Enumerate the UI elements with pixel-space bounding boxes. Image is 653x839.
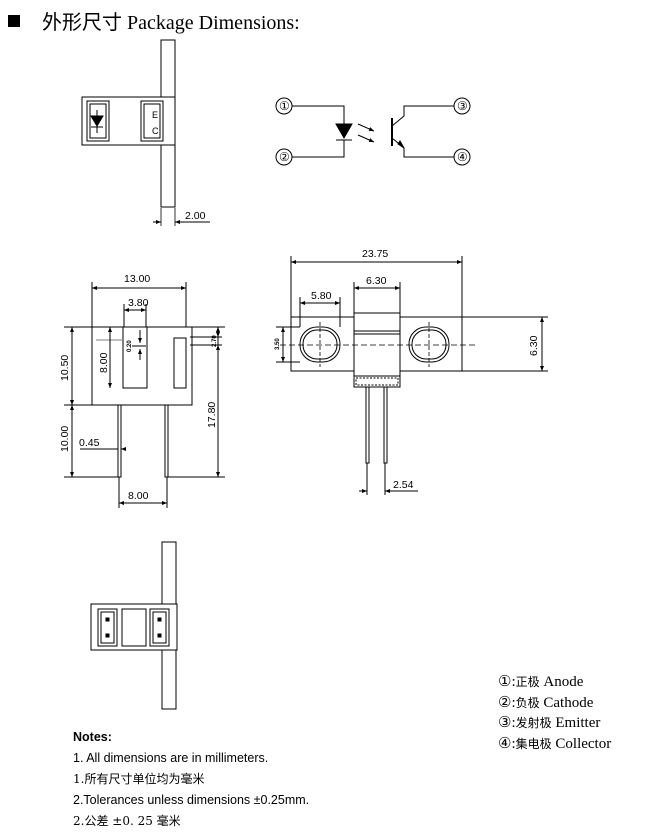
dim-5-80: 5.80: [311, 290, 332, 302]
diode-symbol-icon: [335, 123, 353, 140]
legend-item-collector: ④:集电极 Collector: [498, 735, 612, 752]
legend-item-anode: ①:正极 Anode: [498, 674, 584, 690]
dim-10-50: 10.50: [59, 355, 71, 381]
note-line-3: 2.Tolerances unless dimensions ±0.25mm.: [73, 793, 310, 807]
bottom-view: [90, 541, 178, 710]
dim-17-80: 17.80: [206, 402, 218, 428]
side-mark-c: C: [152, 126, 159, 136]
side-view: [81, 39, 210, 226]
note-line-1: 1. All dimensions are in millimeters.: [73, 751, 269, 765]
pin-legend: ①:正极 Anode ②:负极 Cathode ③:发射极 Emitter ④:…: [498, 672, 611, 754]
dim-2-70: 2.70: [212, 335, 218, 347]
dim-3-80: 3.80: [128, 297, 149, 309]
dim-6-30-right: 6.30: [528, 335, 540, 356]
page-title: 外形尺寸 Package Dimensions:: [8, 6, 300, 35]
dim-3-50: 3.50: [275, 338, 281, 350]
note-line-2: 1.所有尺寸单位均为毫米: [73, 772, 205, 786]
schematic-pin-2: ②: [279, 150, 290, 164]
top-view: [276, 256, 548, 495]
bullet-square-icon: [8, 15, 20, 27]
title-text: 外形尺寸 Package Dimensions:: [42, 12, 300, 34]
legend-item-emitter: ③:发射极 Emitter: [498, 715, 601, 731]
dim-8-00-vertical: 8.00: [98, 352, 110, 373]
dim-0-45: 0.45: [79, 437, 100, 449]
dim-0-20: 0.20: [127, 340, 133, 352]
dim-2-54: 2.54: [393, 479, 414, 491]
note-line-4: 2.公差 ±0. 25 毫米: [73, 814, 181, 828]
schematic: [275, 97, 471, 166]
front-view: [64, 282, 225, 508]
dim-6-30-top: 6.30: [366, 275, 387, 287]
schematic-pin-4: ④: [457, 150, 468, 164]
schematic-pin-3: ③: [457, 99, 468, 113]
dim-10-00: 10.00: [59, 426, 71, 452]
dim-23-75: 23.75: [362, 248, 388, 260]
notes-heading: Notes:: [73, 730, 112, 744]
legend-item-cathode: ②:负极 Cathode: [498, 694, 594, 711]
side-mark-e: E: [152, 110, 158, 120]
dim-8-00-horizontal: 8.00: [128, 490, 149, 502]
schematic-pin-1: ①: [279, 99, 290, 113]
dim-side-width: 2.00: [185, 210, 206, 222]
dim-13-00: 13.00: [124, 273, 150, 285]
notes: Notes: 1. All dimensions are in millimet…: [73, 727, 309, 832]
